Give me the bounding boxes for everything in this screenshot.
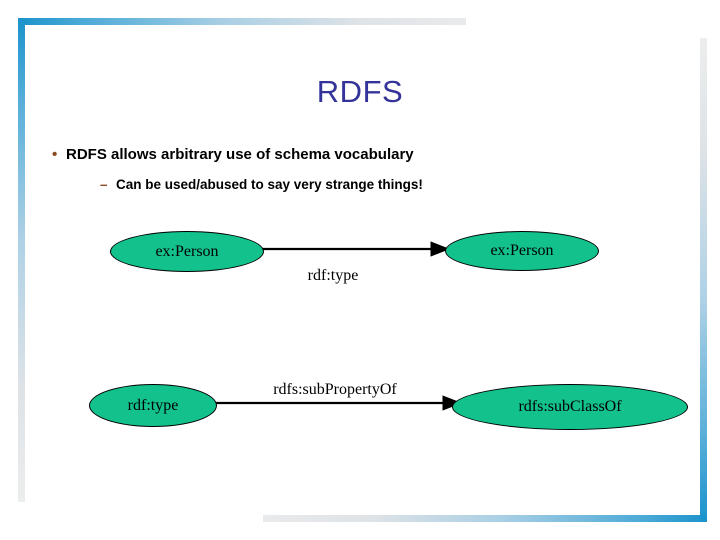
decorative-border-right bbox=[700, 38, 707, 522]
graph-node-label: ex:Person bbox=[490, 242, 554, 259]
page-title: RDFS bbox=[316, 74, 404, 109]
bullet-item-level2: – Can be used/abused to say very strange… bbox=[100, 176, 423, 194]
graph-node-ex-person-subject[interactable]: ex:Person bbox=[110, 231, 264, 272]
bullet-marker-icon: • bbox=[52, 146, 58, 163]
edge-label-rdf-type: rdf:type bbox=[307, 267, 359, 284]
decorative-border-bottom bbox=[263, 515, 707, 522]
bullet-dash-icon: – bbox=[100, 177, 108, 192]
graph-node-rdfs-subclassof[interactable]: rdfs:subClassOf bbox=[452, 384, 688, 430]
bullet-item-level1: • RDFS allows arbitrary use of schema vo… bbox=[52, 145, 414, 164]
graph-node-rdf-type[interactable]: rdf:type bbox=[89, 384, 217, 427]
graph-node-label: rdfs:subClassOf bbox=[518, 398, 622, 415]
decorative-border-top bbox=[18, 18, 466, 25]
edge-label-rdfs-subpropertyof: rdfs:subPropertyOf bbox=[273, 381, 397, 398]
graph-node-label: ex:Person bbox=[155, 242, 219, 260]
graph-node-ex-person-object[interactable]: ex:Person bbox=[445, 231, 599, 271]
graph-node-label: rdf:type bbox=[127, 396, 179, 414]
bullet-text: Can be used/abused to say very strange t… bbox=[116, 177, 423, 192]
decorative-border-left bbox=[18, 18, 25, 502]
bullet-text: RDFS allows arbitrary use of schema voca… bbox=[66, 146, 414, 163]
